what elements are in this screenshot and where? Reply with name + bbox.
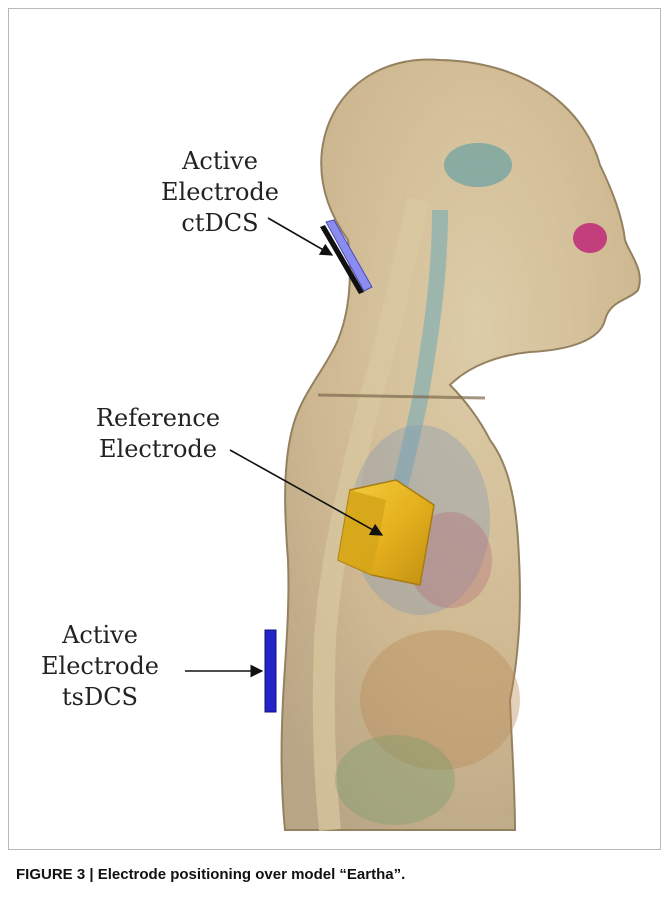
intestine-region (335, 735, 455, 825)
tsdcs-label-line1: Active (30, 620, 170, 651)
eye-globe (573, 223, 607, 253)
ctdcs-label-line1: Active (150, 146, 290, 177)
brain-ventricle (444, 143, 512, 187)
reference-label: Reference Electrode (78, 403, 238, 465)
ctdcs-label-line3: ctDCS (150, 208, 290, 239)
ctdcs-label: Active Electrode ctDCS (150, 146, 290, 239)
tsdcs-label: Active Electrode tsDCS (30, 620, 170, 713)
tsdcs-electrode-pad (265, 630, 276, 712)
figure-caption: FIGURE 3 | Electrode positioning over mo… (16, 866, 405, 883)
tsdcs-label-line3: tsDCS (30, 682, 170, 713)
reference-label-line1: Reference (78, 403, 238, 434)
tsdcs-label-line2: Electrode (30, 651, 170, 682)
reference-label-line2: Electrode (78, 434, 238, 465)
ctdcs-label-line2: Electrode (150, 177, 290, 208)
